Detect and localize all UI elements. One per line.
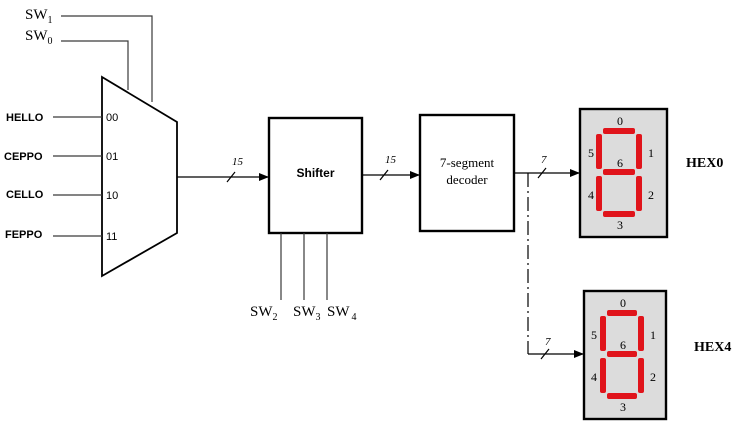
segment-f <box>596 134 602 169</box>
bus-decoder-to-hex0: 7 <box>514 154 580 179</box>
select-line-sw0: SW0 <box>25 28 129 90</box>
segment-g <box>607 351 637 357</box>
decoder-label-line1: 7-segment <box>440 155 495 170</box>
segment-index: 4 <box>588 188 594 202</box>
bus-width-label: 7 <box>545 336 551 348</box>
bus-shifter-to-decoder: 15 <box>362 154 420 181</box>
input-label: FEPPO <box>5 229 43 241</box>
mux-input-cello: CELLO 10 <box>6 189 118 202</box>
segment-index: 6 <box>617 156 623 170</box>
segment-d <box>603 211 635 217</box>
segment-c <box>638 358 644 393</box>
hex0-label: HEX0 <box>686 156 723 171</box>
hex0-display: 0 1 2 3 4 5 6 <box>578 107 669 239</box>
segment-d <box>607 393 637 399</box>
bus-decoder-to-hex4: 7 <box>527 173 584 360</box>
input-code: 00 <box>106 112 118 124</box>
sw1-label: SW1 <box>25 7 53 26</box>
segment-f <box>600 316 606 351</box>
input-code: 01 <box>106 151 118 163</box>
segment-index: 1 <box>650 328 656 342</box>
mux-input-ceppo: CEPPO 01 <box>4 151 118 163</box>
segment-e <box>600 358 606 393</box>
segment-index: 5 <box>588 146 594 160</box>
input-label: CEPPO <box>4 151 43 163</box>
segment-a <box>603 128 635 134</box>
input-label: CELLO <box>6 189 44 201</box>
bus-mux-to-shifter: 15 <box>177 156 269 183</box>
input-code: 10 <box>106 190 118 202</box>
select-line-sw1: SW1 <box>25 7 153 102</box>
mux-input-hello: HELLO 00 <box>6 112 118 124</box>
segment-index: 2 <box>650 370 656 384</box>
segment-index: 4 <box>591 370 597 384</box>
sw3-label: SW3 <box>293 304 321 323</box>
sw2-label: SW2 <box>250 304 278 323</box>
segment-index: 5 <box>591 328 597 342</box>
segment-index: 0 <box>620 296 626 310</box>
segment-index: 3 <box>617 218 623 232</box>
input-label: HELLO <box>6 112 44 124</box>
hex4-label: HEX4 <box>694 340 731 355</box>
segment-g <box>603 169 635 175</box>
shifter-block <box>267 116 364 235</box>
bus-width-label: 7 <box>541 154 547 166</box>
bus-width-label: 15 <box>232 156 244 168</box>
decoder-label-line2: decoder <box>446 172 488 187</box>
segment-index: 2 <box>648 188 654 202</box>
segment-a <box>607 310 637 316</box>
hex4-display: 0 1 2 3 4 5 6 <box>582 289 668 421</box>
segment-b <box>636 134 642 169</box>
segment-index: 0 <box>617 114 623 128</box>
sw0-label: SW0 <box>25 28 53 47</box>
segment-e <box>596 176 602 211</box>
segment-index: 6 <box>620 338 626 352</box>
input-code: 11 <box>106 231 117 243</box>
bus-width-label: 15 <box>385 154 397 166</box>
segment-index: 3 <box>620 400 626 414</box>
multiplexer <box>101 75 178 278</box>
mux-input-feppo: FEPPO 11 <box>5 229 117 243</box>
shifter-label: Shifter <box>296 166 334 180</box>
segment-c <box>636 176 642 211</box>
segment-index: 1 <box>648 146 654 160</box>
segment-b <box>638 316 644 351</box>
